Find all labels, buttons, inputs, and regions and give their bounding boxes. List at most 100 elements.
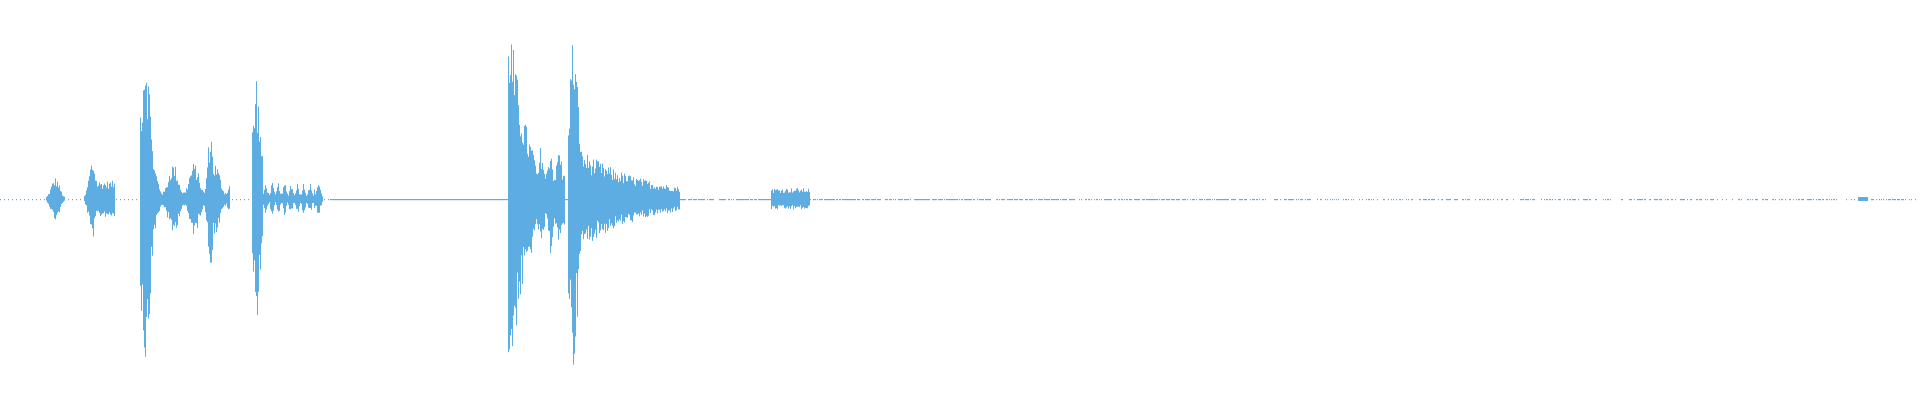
waveform-baseline-dot bbox=[1637, 199, 1638, 201]
waveform-baseline-dot bbox=[1007, 199, 1008, 201]
waveform-sample-bar bbox=[258, 106, 259, 292]
waveform-baseline-dot bbox=[1641, 199, 1642, 201]
waveform-baseline-dot bbox=[1584, 199, 1585, 201]
waveform-sample-bar bbox=[113, 187, 114, 214]
waveform-baseline-dot bbox=[1506, 199, 1507, 201]
waveform-baseline-dot bbox=[1041, 199, 1042, 201]
waveform-baseline-dot bbox=[1713, 199, 1714, 201]
waveform-baseline-dot bbox=[1705, 199, 1706, 201]
waveform-sample-bar bbox=[162, 194, 163, 205]
waveform-sample-bar bbox=[111, 186, 112, 216]
waveform-baseline-dot bbox=[1467, 199, 1468, 201]
waveform-sample-bar bbox=[638, 180, 639, 214]
waveform-sample-bar bbox=[540, 148, 541, 232]
waveform-baseline-dot bbox=[426, 199, 427, 201]
waveform-sample-bar bbox=[320, 189, 321, 206]
waveform-baseline-dot bbox=[956, 199, 957, 201]
waveform-baseline-dot bbox=[324, 199, 325, 201]
waveform-baseline-dot bbox=[1700, 199, 1701, 201]
waveform-baseline-dot bbox=[871, 199, 872, 201]
waveform-baseline-dot bbox=[36, 199, 37, 201]
waveform-sample-bar bbox=[192, 170, 193, 223]
waveform-baseline-dot bbox=[1726, 199, 1727, 201]
waveform-baseline-dot bbox=[1656, 199, 1657, 201]
waveform-baseline-dot bbox=[1207, 199, 1208, 201]
waveform-sample-bar bbox=[591, 175, 592, 229]
waveform-baseline-dot bbox=[1752, 199, 1753, 201]
waveform-baseline-dot bbox=[770, 199, 771, 201]
waveform-sample-bar bbox=[315, 194, 316, 206]
waveform-baseline-dot bbox=[1454, 199, 1455, 201]
waveform-baseline-dot bbox=[843, 199, 844, 201]
waveform-sample-bar bbox=[674, 187, 675, 207]
waveform-baseline-dot bbox=[1699, 199, 1700, 201]
waveform-baseline-dot bbox=[1002, 199, 1003, 201]
waveform-baseline-dot bbox=[1811, 199, 1812, 201]
waveform-baseline-dot bbox=[1569, 199, 1570, 201]
waveform-sample-bar bbox=[185, 192, 186, 205]
waveform-sample-bar bbox=[59, 185, 60, 213]
waveform-baseline-dot bbox=[709, 199, 710, 201]
waveform-sample-bar bbox=[303, 184, 304, 213]
waveform-sample-bar bbox=[645, 180, 646, 218]
waveform-sample-bar bbox=[190, 176, 191, 219]
waveform-baseline-dot bbox=[1244, 199, 1245, 201]
waveform-baseline-dot bbox=[1672, 199, 1673, 201]
waveform-baseline-dot bbox=[1089, 199, 1090, 201]
waveform-baseline-dot bbox=[1696, 199, 1697, 201]
waveform-sample-bar bbox=[317, 187, 318, 213]
waveform-baseline-dot bbox=[477, 199, 478, 201]
waveform-baseline-dot bbox=[1750, 199, 1751, 201]
waveform-baseline-dot bbox=[1433, 199, 1434, 201]
waveform-sample-bar bbox=[197, 177, 198, 229]
waveform-sample-bar bbox=[285, 185, 286, 213]
waveform-sample-bar bbox=[62, 195, 63, 203]
waveform-baseline-dot bbox=[384, 199, 385, 201]
waveform-baseline-dot bbox=[443, 199, 444, 201]
waveform-baseline-dot bbox=[1063, 199, 1064, 201]
waveform-sample-bar bbox=[618, 182, 619, 222]
waveform-baseline-dot bbox=[832, 199, 833, 201]
waveform-sample-bar bbox=[264, 189, 265, 208]
waveform-baseline-dot bbox=[699, 199, 700, 201]
waveform-baseline-dot bbox=[1660, 199, 1661, 201]
waveform-baseline-dot bbox=[1250, 199, 1251, 201]
waveform-baseline-dot bbox=[1121, 199, 1122, 201]
waveform-baseline-dot bbox=[874, 199, 875, 201]
waveform-sample-bar bbox=[284, 185, 285, 215]
waveform-baseline-dot bbox=[737, 199, 738, 201]
waveform-baseline-dot bbox=[895, 199, 896, 201]
waveform-baseline-dot bbox=[1286, 199, 1287, 201]
waveform-baseline-dot bbox=[1898, 199, 1899, 201]
waveform-baseline-dot bbox=[1038, 199, 1039, 201]
waveform-baseline-dot bbox=[1810, 199, 1811, 201]
waveform-baseline-dot bbox=[690, 199, 691, 201]
waveform-sample-bar bbox=[803, 188, 804, 207]
waveform-sample-bar bbox=[110, 182, 111, 215]
waveform-baseline-dot bbox=[755, 199, 756, 201]
waveform-sample-bar bbox=[271, 185, 272, 212]
waveform-baseline-dot bbox=[694, 199, 695, 201]
waveform-baseline-dot bbox=[859, 199, 860, 201]
waveform-sample-bar bbox=[150, 116, 151, 294]
waveform-baseline-dot bbox=[831, 199, 832, 201]
waveform-baseline-dot bbox=[1172, 199, 1173, 201]
waveform-baseline-dot bbox=[967, 199, 968, 201]
waveform-baseline-dot bbox=[404, 199, 405, 201]
waveform-baseline-dot bbox=[1150, 199, 1151, 201]
waveform-baseline-dot bbox=[376, 199, 377, 201]
waveform-sample-bar bbox=[544, 173, 545, 227]
waveform-baseline-dot bbox=[1257, 199, 1258, 201]
waveform-baseline-dot bbox=[1114, 199, 1115, 201]
waveform-sample-bar bbox=[601, 173, 602, 224]
waveform-baseline-dot bbox=[1462, 199, 1463, 201]
waveform-sample-bar bbox=[523, 144, 524, 248]
waveform-sample-bar bbox=[593, 159, 594, 237]
waveform-baseline-dot bbox=[814, 199, 815, 201]
waveform-baseline-dot bbox=[445, 199, 446, 201]
waveform-baseline-dot bbox=[1661, 199, 1662, 201]
waveform-sample-bar bbox=[301, 194, 302, 204]
waveform-baseline-dot bbox=[918, 199, 919, 201]
